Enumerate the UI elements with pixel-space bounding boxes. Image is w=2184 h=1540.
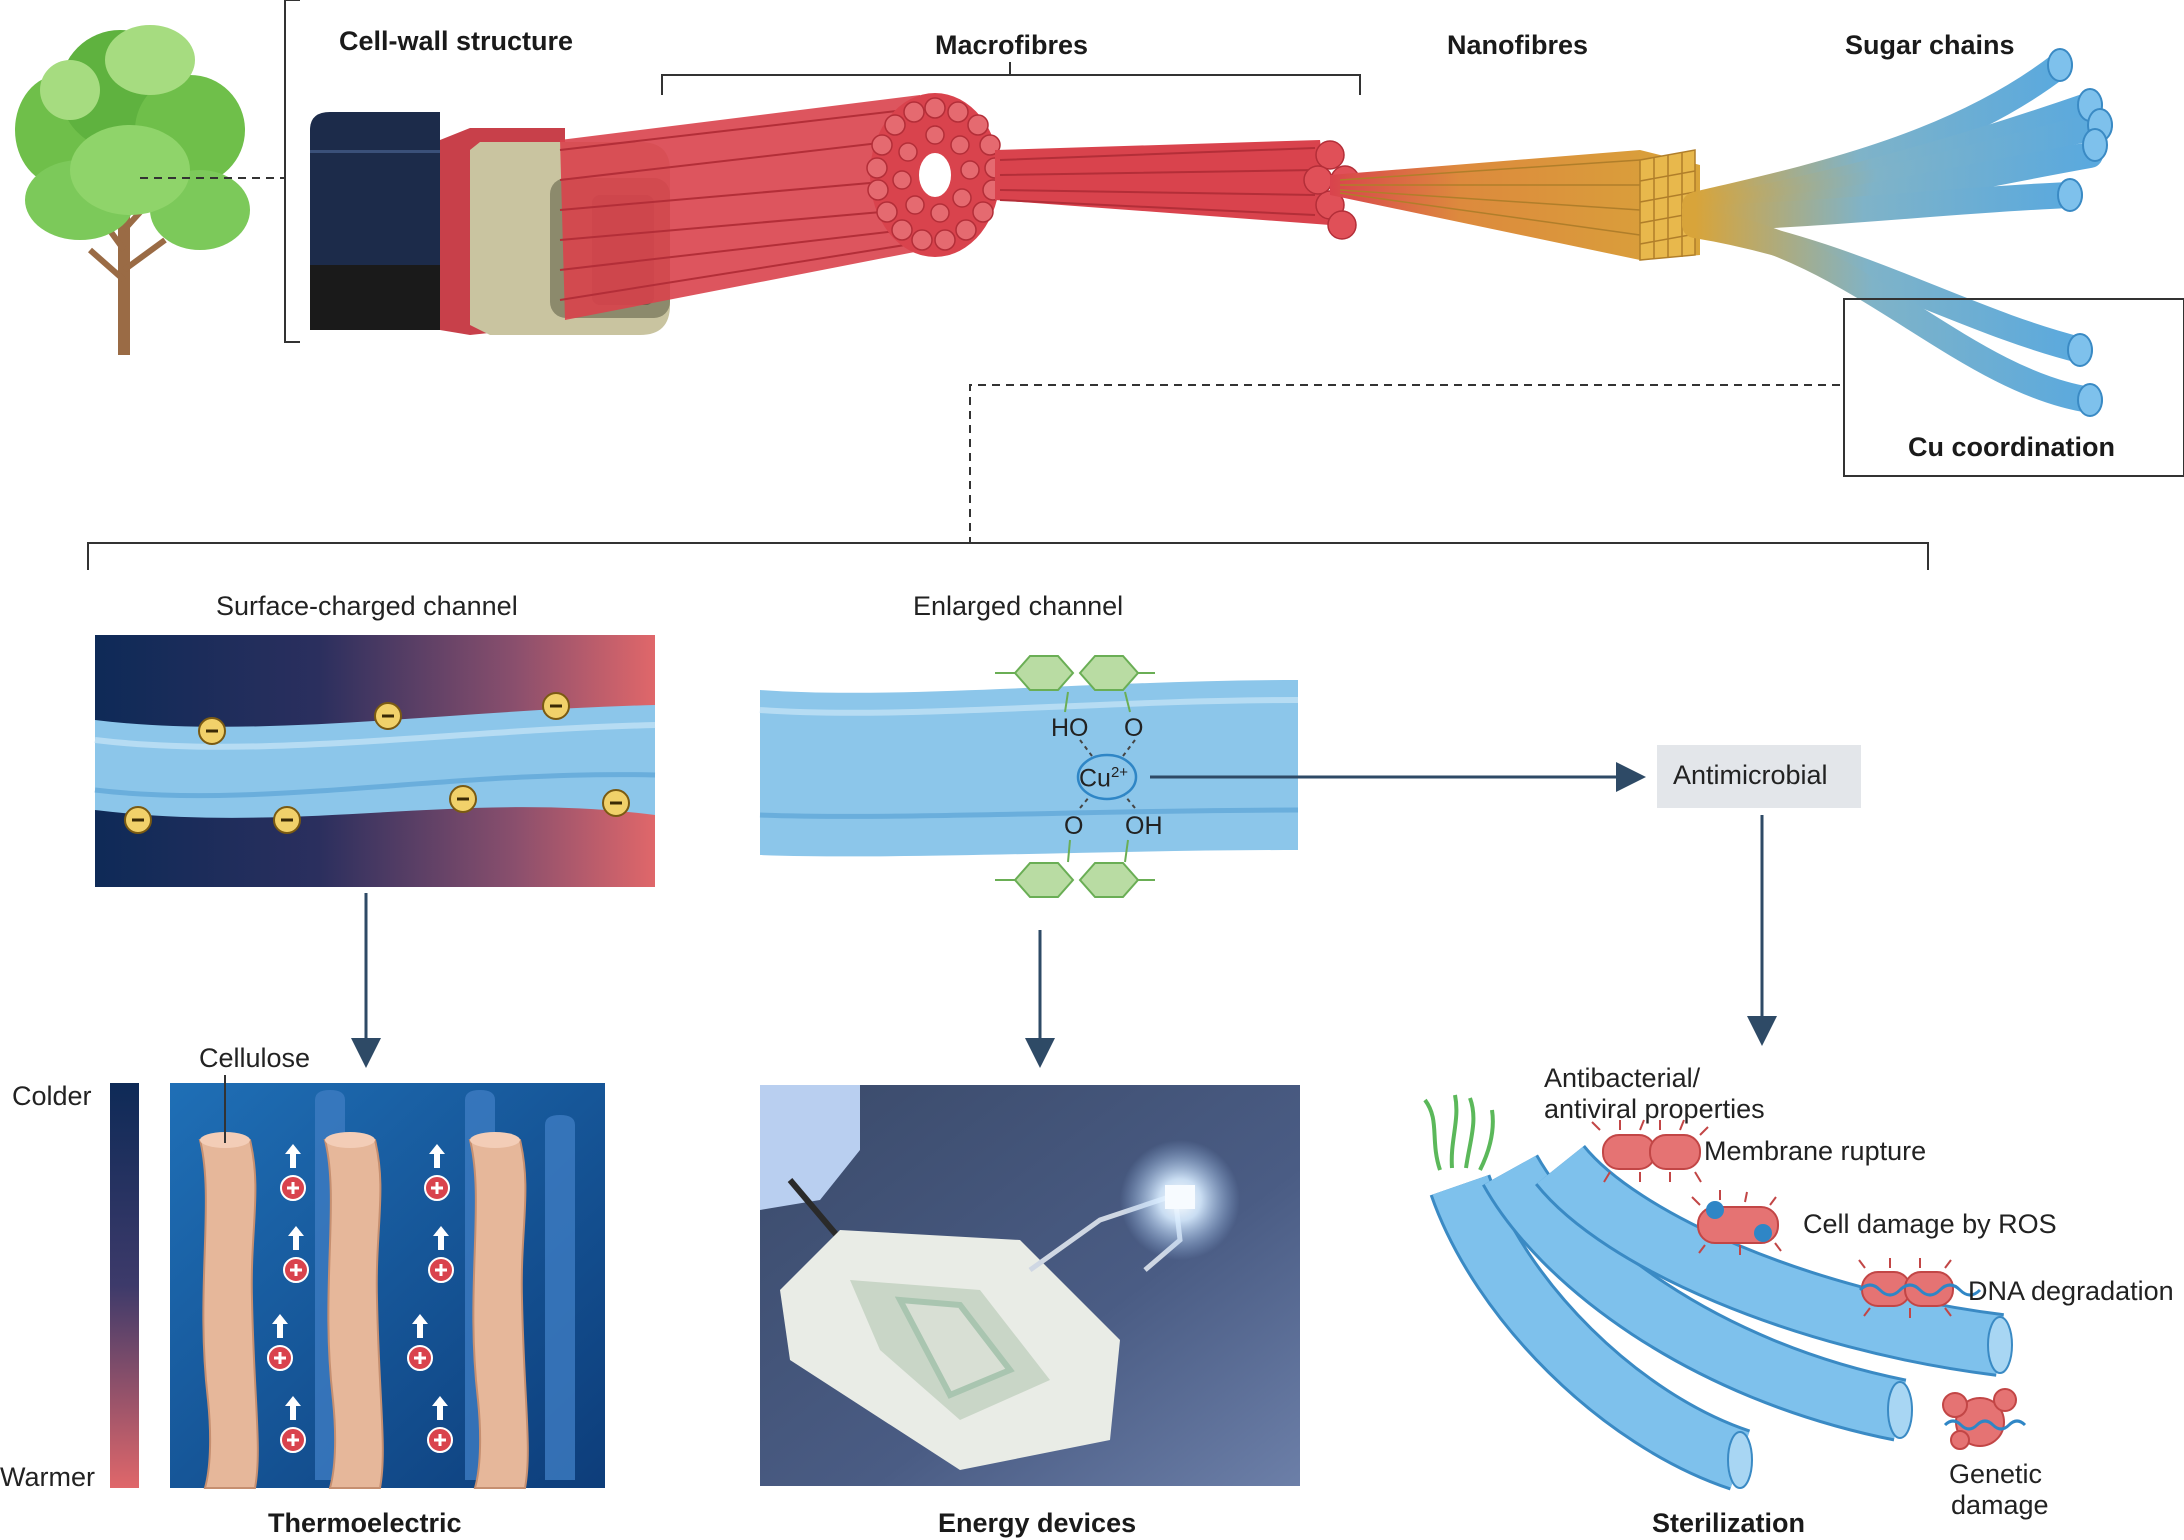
macrofibres-bracket [661, 74, 1361, 95]
negative-charge-icon [198, 717, 226, 745]
tree-bracket [284, 0, 300, 343]
enlarged-channel-panel [759, 655, 1299, 898]
tree-illustration [15, 25, 250, 355]
o-top-label: O [1124, 714, 1144, 742]
cell-wall-structure-label: Cell-wall structure [339, 26, 574, 56]
cellulose-label: Cellulose [199, 1043, 311, 1073]
enlarged-channel-label: Enlarged channel [913, 591, 1124, 621]
nanofibres-label: Nanofibres [1447, 30, 1589, 60]
positive-charge-icon [280, 1144, 306, 1201]
sterilization-title: Sterilization [1652, 1508, 1806, 1538]
fibre-ends [1727, 1316, 2013, 1489]
negative-charges [124, 692, 630, 834]
surface-charged-channel-label: Surface-charged channel [216, 591, 518, 621]
ros-bacterium-icon [1691, 1190, 1782, 1255]
positive-charge-icon [280, 1396, 306, 1453]
macrofibres-label: Macrofibres [935, 30, 1089, 60]
cu-connector [969, 384, 1840, 543]
seaweed-icon [1423, 1094, 1495, 1171]
lower-bracket [87, 542, 1929, 570]
energy-device-photo [760, 1085, 1300, 1486]
positive-charge-icon [283, 1226, 309, 1283]
dna-degradation-label: DNA degradation [1968, 1276, 2174, 1306]
nanofibre-bundle [1330, 149, 1700, 261]
antibacterial-label-line2: antiviral properties [1544, 1094, 1765, 1124]
ros-damage-label: Cell damage by ROS [1803, 1209, 2057, 1239]
membrane-rupture-bacterium-icon [1591, 1119, 1709, 1183]
colder-label: Colder [12, 1081, 92, 1111]
macrofibre-bundle [559, 93, 1006, 320]
ho-top-label: HO [1051, 714, 1089, 742]
surface-channel-panel [94, 635, 656, 887]
dna-degradation-bacterium-icon [1858, 1258, 1982, 1318]
positive-charge-icon [428, 1226, 454, 1283]
positive-charge-icon [424, 1144, 450, 1201]
antimicrobial-label: Antimicrobial [1673, 760, 1828, 790]
membrane-rupture-label: Membrane rupture [1704, 1136, 1927, 1166]
negative-charge-icon [374, 702, 402, 730]
negative-charge-icon [273, 806, 301, 834]
positive-charges [267, 1144, 454, 1453]
warmer-label: Warmer [0, 1462, 95, 1492]
oh-bottom-label: OH [1125, 812, 1163, 840]
antibacterial-label-line1: Antibacterial/ [1544, 1063, 1701, 1093]
thermoelectric-panel [170, 1083, 605, 1489]
temperature-gradient-bar [110, 1083, 139, 1488]
sterilization-fibres [1429, 1144, 2004, 1491]
energy-devices-title: Energy devices [938, 1508, 1137, 1538]
positive-charge-icon [407, 1314, 433, 1371]
cu-charge-label: 2+ [1110, 764, 1129, 781]
cu-ion-label: Cu2+ [1079, 764, 1129, 793]
genetic-damage-line2: damage [1951, 1490, 2049, 1520]
positive-charge-icon [267, 1314, 293, 1371]
cu-coordination-label: Cu coordination [1908, 432, 2115, 462]
thermoelectric-title: Thermoelectric [268, 1508, 462, 1538]
genetic-damage-icon [1942, 1388, 2027, 1450]
negative-charge-icon [602, 789, 630, 817]
fibre-bundle-small [995, 140, 1360, 240]
sugar-chains [1682, 48, 2113, 417]
negative-charge-icon [124, 806, 152, 834]
negative-charge-icon [542, 692, 570, 720]
antimicrobial-box [1657, 745, 1861, 808]
positive-charge-icon [427, 1396, 453, 1453]
sugar-chains-label: Sugar chains [1845, 30, 2015, 60]
negative-charge-icon [449, 785, 477, 813]
o-bottom-label: O [1064, 812, 1084, 840]
genetic-damage-line1: Genetic [1949, 1459, 2043, 1489]
